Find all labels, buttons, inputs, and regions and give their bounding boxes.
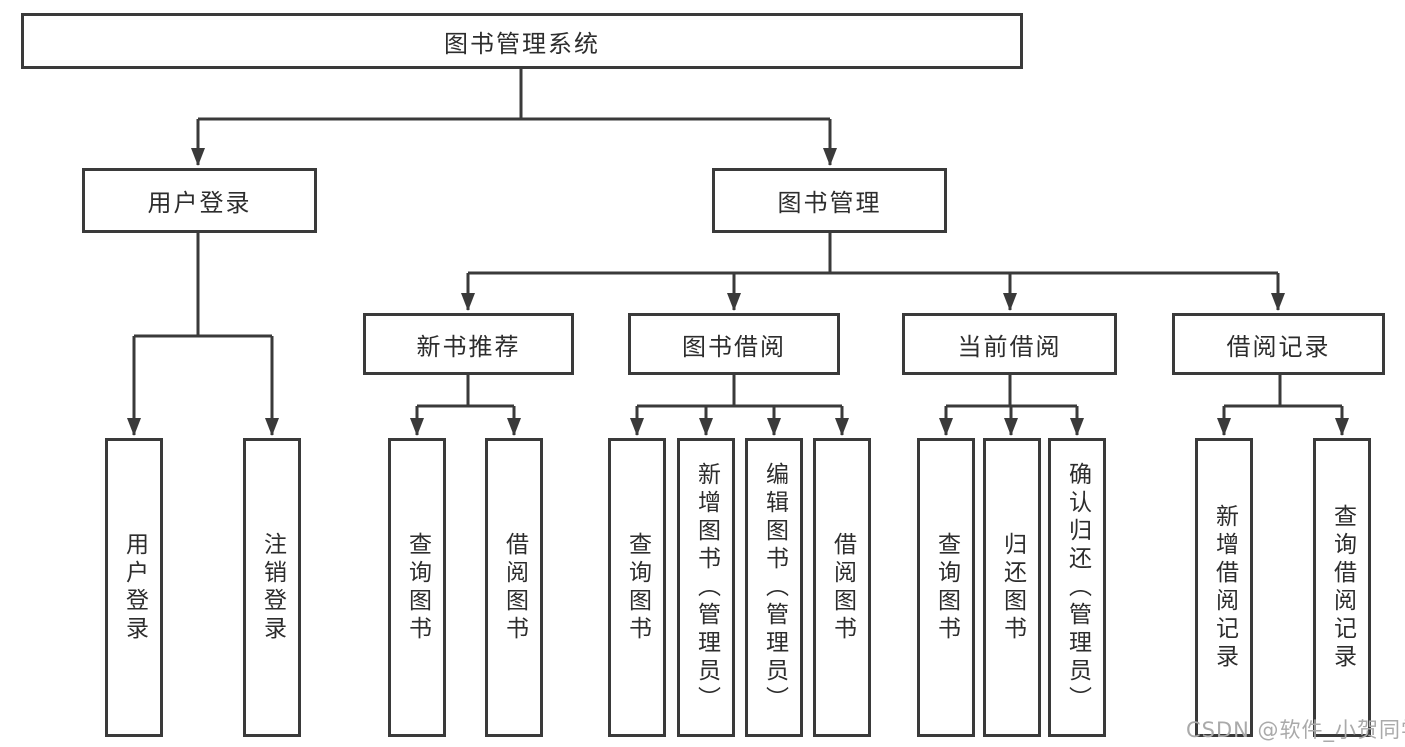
node-user-login-label: 用户登录 (147, 189, 252, 217)
leaf-label: 查询图书 (624, 531, 651, 644)
leaf-label: 编辑图书（管理员） (761, 461, 788, 714)
node-root-label: 图书管理系统 (444, 29, 600, 58)
leaf-label: 用户登录 (121, 531, 148, 644)
leaf-label: 查询图书 (404, 531, 431, 644)
leaf-query-books: 查询图书 (917, 438, 975, 737)
node-borrow-records-label: 借阅记录 (1226, 332, 1331, 361)
leaf-add-borrow-record: 新增借阅记录 (1195, 438, 1253, 737)
node-root: 图书管理系统 (21, 13, 1023, 69)
leaf-label: 查询借阅记录 (1329, 503, 1356, 672)
leaf-edit-books-admin: 编辑图书（管理员） (745, 438, 803, 737)
node-new-book-recommend: 新书推荐 (363, 313, 574, 375)
leaf-logout: 注销登录 (243, 438, 301, 737)
node-new-book-recommend-label: 新书推荐 (416, 332, 521, 361)
node-book-borrow-label: 图书借阅 (682, 332, 786, 361)
leaf-query-books: 查询图书 (608, 438, 666, 737)
leaf-label: 查询图书 (933, 531, 960, 644)
leaf-label: 借阅图书 (501, 531, 528, 644)
leaf-label: 归还图书 (999, 531, 1026, 644)
leaf-query-books: 查询图书 (388, 438, 446, 737)
leaf-label: 新增借阅记录 (1211, 503, 1238, 672)
leaf-label: 借阅图书 (829, 531, 856, 644)
leaf-label: 确认归还（管理员） (1064, 461, 1091, 714)
node-current-borrow-label: 当前借阅 (957, 332, 1062, 361)
node-book-management: 图书管理 (712, 168, 947, 233)
leaf-return-books: 归还图书 (983, 438, 1041, 737)
node-book-management-label: 图书管理 (777, 189, 882, 217)
node-borrow-records: 借阅记录 (1172, 313, 1385, 375)
node-user-login: 用户登录 (82, 168, 317, 233)
node-book-borrow: 图书借阅 (628, 313, 840, 375)
node-current-borrow: 当前借阅 (902, 313, 1117, 375)
leaf-borrow-books: 借阅图书 (813, 438, 871, 737)
leaf-label: 新增图书（管理员） (693, 461, 720, 714)
leaf-add-books-admin: 新增图书（管理员） (677, 438, 735, 737)
leaf-borrow-books: 借阅图书 (485, 438, 543, 737)
leaf-confirm-return-admin: 确认归还（管理员） (1048, 438, 1106, 737)
leaf-label: 注销登录 (259, 531, 286, 644)
leaf-query-borrow-record: 查询借阅记录 (1313, 438, 1371, 737)
leaf-user-login: 用户登录 (105, 438, 163, 737)
watermark: CSDN @软件_小贺同学 (1186, 718, 1405, 742)
